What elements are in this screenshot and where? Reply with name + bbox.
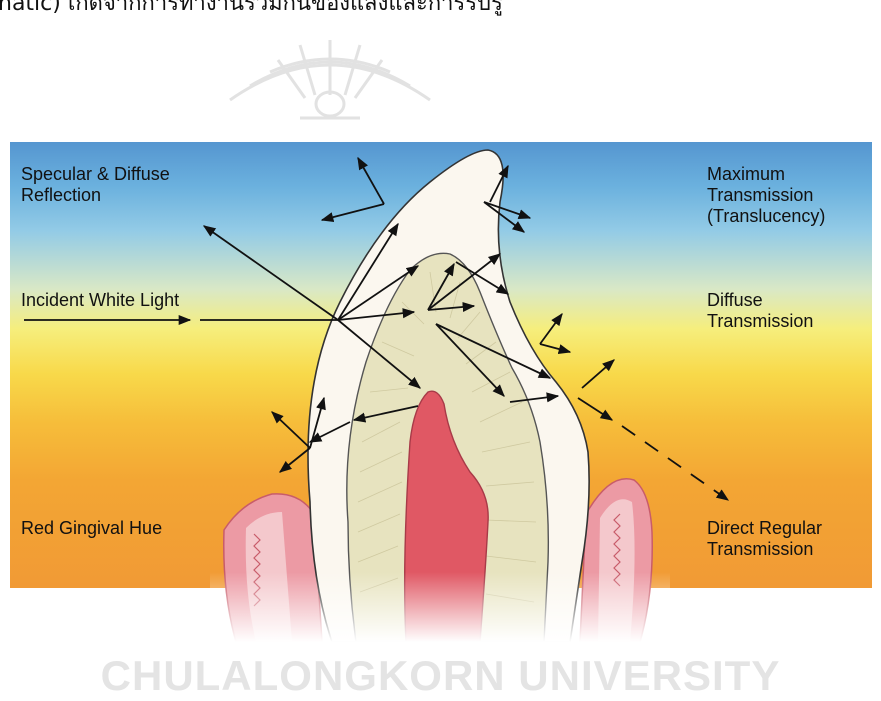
label-specular-reflection: Specular & Diffuse Reflection (21, 164, 170, 206)
label-direct-transmission: Direct Regular Transmission (707, 518, 822, 560)
label-incident-light: Incident White Light (21, 290, 179, 311)
label-diffuse-transmission: Diffuse Transmission (707, 290, 813, 332)
specular-arrow-left (322, 204, 384, 220)
reflection-arrow (204, 226, 338, 320)
tooth-light-diagram: Specular & Diffuse Reflection Incident W… (10, 142, 872, 642)
university-watermark-text: CHULALONGKORN UNIVERSITY (0, 652, 881, 700)
label-red-gingival: Red Gingival Hue (21, 518, 162, 539)
label-maximum-transmission: Maximum Transmission (Translucency) (707, 164, 825, 227)
specular-arrow-up (358, 158, 384, 204)
